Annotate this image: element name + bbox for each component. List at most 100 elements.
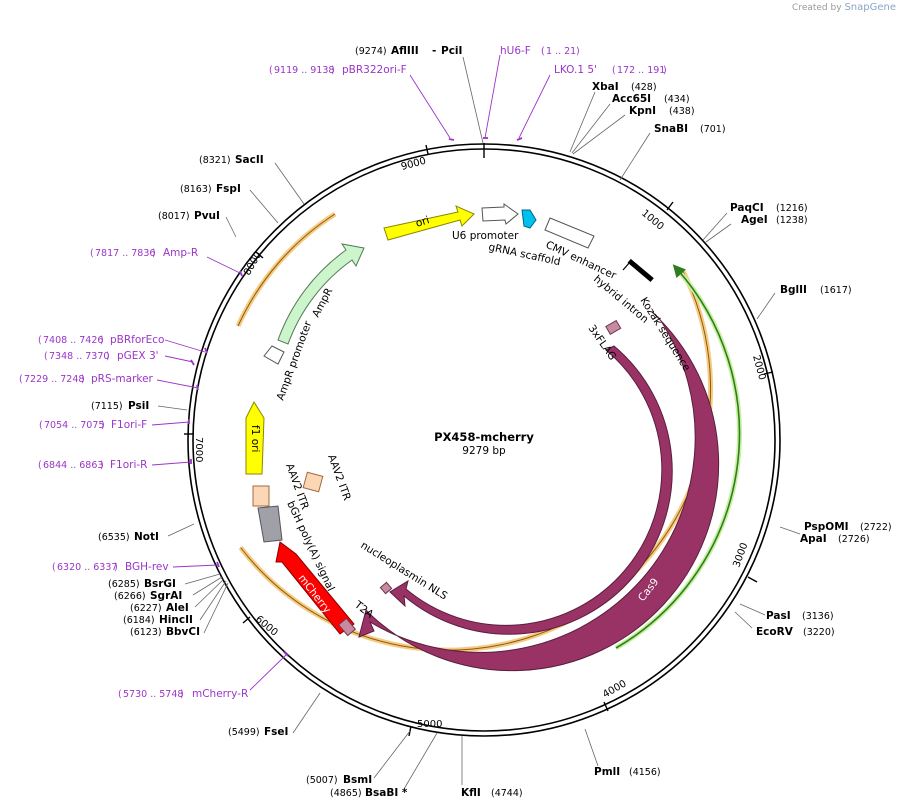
primer-bghrev: BGH-rev [125, 561, 169, 573]
cmv-enhancer [544, 217, 595, 249]
primer-prs-range-open: ( [19, 374, 23, 385]
mcherry-arrow [275, 541, 355, 635]
primer-pbr322-range-close: ) [331, 65, 335, 76]
enzyme-pmlI: PmlI [594, 766, 620, 778]
feature-kozak-label: Kozak sequence [637, 295, 692, 373]
primer-f1orir-range: 6844 .. 6863 [43, 460, 103, 471]
ampr-promoter [263, 345, 285, 365]
plasmid-name: PX458-mcherry [434, 430, 534, 444]
feature-ori-label: ori [414, 214, 431, 230]
primer-lko15-range-close: ) [663, 65, 667, 76]
enzyme-bglII-pos: (1617) [820, 285, 852, 296]
enzyme-kpnI: KpnI [629, 105, 656, 117]
enzyme-psiI: PsiI [128, 400, 149, 412]
tick-9000: 9000 [400, 156, 427, 173]
enzyme-apaI: ApaI [800, 533, 827, 545]
enzyme-fspI-pos: (8163) [180, 184, 212, 195]
enzyme-aflIII: AflIII [391, 45, 419, 57]
primer-f1orif-range: 7054 .. 7075 [44, 420, 104, 431]
enzyme-sgrAI-pos: (6266) [114, 591, 146, 602]
enzyme-aleI: AleI [166, 602, 189, 614]
primer-leaders [151, 54, 551, 691]
tick-2000: 2000 [750, 354, 767, 381]
primer-bghrev-range-close: ) [114, 562, 118, 573]
primer-pgex-range-open: ( [44, 351, 48, 362]
orf-line-amp [237, 213, 336, 327]
primer-hu6f: hU6-F [500, 45, 531, 57]
primer-labels: hU6-F ( 1 .. 21 ) LKO.1 5' ( 172 .. 191 … [19, 45, 667, 700]
aav2-itr-right [302, 471, 324, 493]
primer-prs: pRS-marker [91, 373, 154, 385]
primer-ampr-range-close: ) [152, 248, 156, 259]
grna-scaffold [521, 209, 537, 229]
primer-pbr322: pBR322ori-F [342, 64, 407, 76]
ori-arrow [383, 205, 475, 241]
primer-f1orif: F1ori-F [111, 419, 147, 431]
enzyme-xbaI: XbaI [592, 81, 619, 93]
enzyme-sgrAI: SgrAI [150, 590, 182, 602]
primer-mcherryr-range-close: ) [180, 689, 184, 700]
enzyme-xbaI-pos: (428) [631, 82, 657, 93]
enzyme-pciI-sep: - [432, 45, 436, 57]
enzyme-ageI: AgeI [741, 214, 768, 226]
primer-ampr: Amp-R [163, 247, 198, 259]
credit-created-by: Created by [792, 3, 842, 13]
primer-pgex: pGEX 3' [117, 350, 159, 362]
feature-labels: ori U6 promoter gRNA scaffold CMV enhanc… [249, 214, 693, 621]
enzyme-acc65I-pos: (434) [664, 94, 690, 105]
enzyme-ageI-pos: (1238) [776, 215, 808, 226]
feature-u6-label: U6 promoter [452, 230, 519, 242]
primer-f1orir: F1ori-R [110, 459, 147, 471]
primer-f1orif-range-open: ( [39, 420, 43, 431]
enzyme-bbvCI: BbvCI [166, 626, 200, 638]
enzyme-notI-pos: (6535) [98, 532, 130, 543]
enzyme-pspOMI: PspOMI [804, 521, 849, 533]
primer-bghrev-range: 6320 .. 6337 [57, 562, 117, 573]
u6-promoter-arrow [481, 203, 519, 225]
enzyme-pciI: PciI [441, 45, 462, 57]
enzyme-bsmI: BsmI [343, 774, 372, 786]
primer-f1orif-range-close: ) [101, 420, 105, 431]
primer-pbrforeco-range-open: ( [38, 335, 42, 346]
primer-pbr322-range: 9119 .. 9138 [274, 65, 334, 76]
primer-pbrforeco: pBRforEco [110, 334, 164, 346]
hybrid-intron-mark [622, 261, 631, 271]
enzyme-aflIII-pos: (9274) [355, 46, 387, 57]
enzyme-leaders [157, 56, 801, 790]
enzyme-kflI: KflI [461, 787, 481, 799]
primer-lko15: LKO.1 5' [554, 64, 597, 76]
enzyme-acc65I: Acc65I [612, 93, 651, 105]
t2a-tag [337, 617, 357, 637]
aav2-itr-left [252, 485, 270, 507]
primer-pbrforeco-range-close: ) [100, 335, 104, 346]
tick-1000: 1000 [639, 208, 666, 233]
enzyme-pasI-pos: (3136) [802, 611, 834, 622]
enzyme-pasI: PasI [766, 610, 791, 622]
primer-lko15-range: 172 .. 191 [617, 65, 665, 76]
enzyme-fspI: FspI [216, 183, 241, 195]
enzyme-apaI-pos: (2726) [838, 534, 870, 545]
enzyme-bglII: BglII [780, 284, 807, 296]
enzyme-ecoRV: EcoRV [756, 626, 794, 638]
primer-pgex-range-close: ) [106, 351, 110, 362]
feature-aav2-right-label: AAV2 ITR [325, 453, 353, 502]
enzyme-snaBI: SnaBI [654, 123, 688, 135]
primer-bghrev-range-open: ( [52, 562, 56, 573]
tick-5000: 5000 [417, 719, 442, 730]
enzyme-labels: (9274) AflIII - PciI XbaI (428) Acc65I (… [91, 45, 892, 799]
primer-prs-range: 7229 .. 7248 [24, 374, 84, 385]
nls-tag [379, 581, 393, 595]
enzyme-fseI-pos: (5499) [228, 727, 260, 738]
feature-cas9-inner-label: Cas9 [596, 539, 619, 567]
enzyme-bsaBI-pos: (4865) [330, 788, 362, 799]
orf-arrow-cas9 [615, 264, 741, 649]
enzyme-hincII: HincII [159, 614, 193, 626]
enzyme-hincII-pos: (6184) [123, 615, 155, 626]
bgh-polya [257, 505, 283, 543]
primer-lko15-range-open: ( [612, 65, 616, 76]
primer-pgex-range: 7348 .. 7370 [49, 351, 109, 362]
primer-prs-range-close: ) [81, 374, 85, 385]
enzyme-ecoRV-pos: (3220) [803, 627, 835, 638]
cas9-inner-arrow [389, 345, 673, 635]
plasmid-size: 9279 bp [462, 445, 506, 457]
